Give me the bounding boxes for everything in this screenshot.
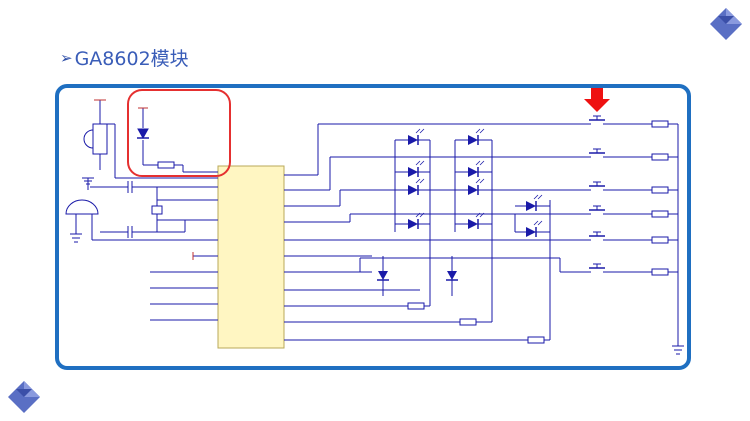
push-button-icon (584, 181, 610, 191)
resistor-icon (651, 186, 669, 194)
diamond-decor-icon (8, 381, 40, 413)
ic-chip (217, 165, 285, 349)
led-icon (525, 194, 543, 212)
diamond-decor-icon (710, 8, 742, 40)
diode-icon (445, 270, 459, 281)
resistor-icon (651, 120, 669, 128)
slide-title: ➢ GA8602模块 (60, 44, 189, 71)
led-icon (525, 220, 543, 238)
led-icon (467, 212, 485, 230)
led-icon (407, 160, 425, 178)
resistor-icon (651, 210, 669, 218)
resistor-icon (651, 268, 669, 276)
push-button-icon (584, 231, 610, 241)
resistor-icon (527, 336, 545, 344)
arrow-bullet-icon: ➢ (60, 48, 73, 67)
push-button-icon (584, 205, 610, 215)
push-button-icon (584, 115, 610, 125)
led-icon (407, 128, 425, 146)
highlight-box (127, 89, 231, 177)
led-icon (467, 160, 485, 178)
push-button-icon (584, 148, 610, 158)
led-icon (467, 128, 485, 146)
resistor-icon (651, 236, 669, 244)
red-down-arrow-icon (584, 88, 610, 112)
resistor-icon (651, 153, 669, 161)
slide-title-text: GA8602模块 (74, 48, 189, 70)
led-icon (467, 178, 485, 196)
led-icon (407, 212, 425, 230)
diode-icon (376, 270, 390, 281)
resistor-icon (407, 302, 425, 310)
led-icon (407, 178, 425, 196)
resistor-icon (459, 318, 477, 326)
push-button-icon (584, 263, 610, 273)
